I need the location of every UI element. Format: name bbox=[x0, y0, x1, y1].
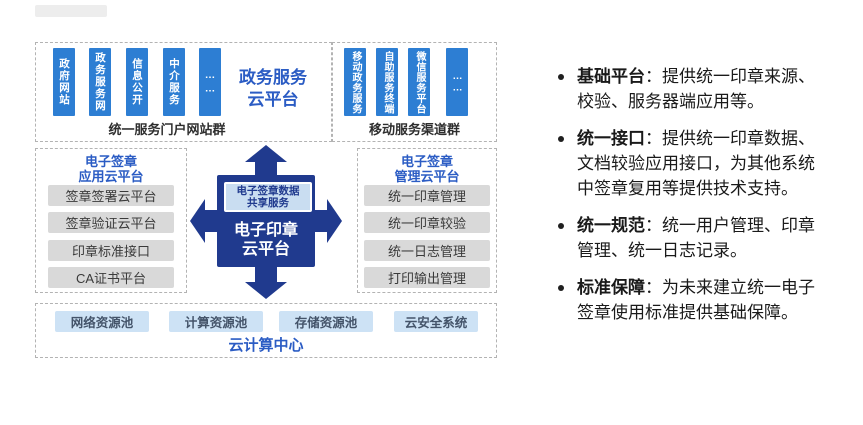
esign-app-platform-title: 电子签章 应用云平台 bbox=[36, 154, 186, 184]
arrow-right-icon bbox=[327, 199, 342, 243]
mgmt-item-print-output-management: 打印输出管理 bbox=[364, 267, 490, 288]
note-body: ：提供统一印章数据、文档较验应用接口，为其他系统中签章复用等提供技术支持。 bbox=[577, 129, 815, 198]
cross-left-shaft bbox=[204, 210, 218, 232]
esign-mgmt-platform-title: 电子签章 管理云平台 bbox=[358, 154, 496, 184]
note-term: 标准保障 bbox=[577, 278, 645, 297]
mobile-channel-group-box: 移动政务服务 自助服务终端 微信服务平台 …… 移动服务渠道群 bbox=[332, 42, 497, 142]
cross-right-shaft bbox=[314, 210, 328, 232]
mobile-bar-mobile-gov-service: 移动政务服务 bbox=[344, 48, 366, 116]
bullet-dot-icon bbox=[558, 223, 564, 229]
app-item-seal-signing-platform: 签章签署云平台 bbox=[48, 185, 174, 206]
mobile-bar-label: 微信服务平台 bbox=[414, 50, 425, 114]
portal-group-label: 统一服务门户网站群 bbox=[108, 122, 226, 137]
mobile-bar-label: 移动政务服务 bbox=[350, 50, 361, 114]
portal-website-group-box: 政府网站 政务服务网 信息公开 中介服务 …… 政务服务 云平台 统一服务门户网… bbox=[35, 42, 332, 142]
watermark-blob bbox=[35, 5, 107, 17]
resource-cloud-security-system: 云安全系统 bbox=[394, 311, 478, 332]
note-unified-interface: 统一接口：提供统一印章数据、文档较验应用接口，为其他系统中签章复用等提供技术支持… bbox=[558, 126, 860, 201]
esign-mgmt-platform-box: 电子签章 管理云平台 统一印章管理 统一印章较验 统一日志管理 打印输出管理 bbox=[357, 148, 497, 293]
note-body: ：为未来建立统一电子签章使用标准提供基础保障。 bbox=[577, 278, 815, 322]
bullet-dot-icon bbox=[558, 74, 564, 80]
cross-up-shaft bbox=[255, 160, 277, 177]
resource-storage-pool: 存储资源池 bbox=[279, 311, 373, 332]
note-term: 统一规范 bbox=[577, 216, 645, 235]
esign-app-platform-box: 电子签章 应用云平台 签章签署云平台 签章验证云平台 印章标准接口 CA证书平台 bbox=[35, 148, 187, 293]
badge-line2: 共享服务 bbox=[247, 197, 289, 209]
cloud-computing-center-label: 云计算中心 bbox=[228, 337, 304, 354]
esign-app-platform-title-line2: 应用云平台 bbox=[78, 169, 144, 184]
mgmt-item-unified-seal-check: 统一印章较验 bbox=[364, 212, 490, 233]
cross-down-shaft bbox=[255, 267, 277, 283]
bullet-dot-icon bbox=[558, 136, 564, 142]
eseal-cloud-platform-title: 电子印章 云平台 bbox=[217, 221, 315, 259]
arrow-down-icon bbox=[245, 282, 287, 299]
mobile-bar-self-service-terminal: 自助服务终端 bbox=[376, 48, 398, 116]
arrow-left-icon bbox=[190, 199, 205, 243]
note-standard-guarantee: 标准保障：为未来建立统一电子签章使用标准提供基础保障。 bbox=[558, 275, 860, 325]
eseal-title-line1: 电子印章 bbox=[233, 222, 298, 239]
mgmt-item-unified-log-management: 统一日志管理 bbox=[364, 240, 490, 261]
mobile-bar-wechat-service-platform: 微信服务平台 bbox=[408, 48, 430, 116]
eseal-title-line2: 云平台 bbox=[241, 241, 290, 258]
mobile-bar-label: …… bbox=[452, 70, 463, 94]
resource-compute-pool: 计算资源池 bbox=[169, 311, 263, 332]
portal-bar-label: 中介服务 bbox=[168, 58, 180, 106]
gov-service-cloud-title-line2: 云平台 bbox=[247, 90, 299, 109]
app-item-ca-certificate-platform: CA证书平台 bbox=[48, 267, 174, 288]
cloud-computing-center-box: 网络资源池 计算资源池 存储资源池 云安全系统 云计算中心 bbox=[35, 303, 497, 358]
esign-mgmt-platform-title-line2: 管理云平台 bbox=[394, 169, 460, 184]
mobile-bar-label: 自助服务终端 bbox=[382, 50, 393, 114]
note-text: 基础平台：提供统一印章来源、校验、服务器端应用等。 bbox=[577, 64, 827, 114]
note-term: 基础平台 bbox=[577, 67, 645, 86]
badge-line1: 电子签章数据 bbox=[236, 185, 300, 197]
portal-bar-label: …… bbox=[204, 68, 216, 96]
arrow-up-icon bbox=[245, 145, 287, 162]
app-item-seal-verification-platform: 签章验证云平台 bbox=[48, 212, 174, 233]
mobile-group-label: 移动服务渠道群 bbox=[368, 122, 460, 137]
app-item-seal-standard-interface: 印章标准接口 bbox=[48, 240, 174, 261]
mgmt-item-unified-seal-management: 统一印章管理 bbox=[364, 185, 490, 206]
bullet-dot-icon bbox=[558, 285, 564, 291]
portal-bar-label: 政务服务网 bbox=[94, 52, 106, 112]
portal-bar-ellipsis: …… bbox=[199, 48, 221, 116]
note-text: 统一规范：统一用户管理、印章管理、统一日志记录。 bbox=[577, 213, 827, 263]
esign-mgmt-platform-title-line1: 电子签章 bbox=[400, 154, 453, 169]
note-unified-standard: 统一规范：统一用户管理、印章管理、统一日志记录。 bbox=[558, 213, 860, 263]
note-text: 标准保障：为未来建立统一电子签章使用标准提供基础保障。 bbox=[577, 275, 827, 325]
eseal-data-sharing-badge: 电子签章数据 共享服务 bbox=[224, 182, 312, 212]
note-term: 统一接口 bbox=[577, 129, 645, 148]
esign-app-platform-title-line1: 电子签章 bbox=[84, 154, 137, 169]
portal-bar-label: 政府网站 bbox=[58, 58, 70, 106]
gov-service-cloud-title: 政务服务 云平台 bbox=[213, 67, 333, 111]
resource-network-pool: 网络资源池 bbox=[55, 311, 149, 332]
portal-bar-info-disclosure: 信息公开 bbox=[126, 48, 148, 116]
note-body: ：提供统一印章来源、校验、服务器端应用等。 bbox=[577, 67, 815, 111]
gov-service-cloud-title-line1: 政务服务 bbox=[239, 68, 307, 87]
mobile-bar-ellipsis: …… bbox=[446, 48, 468, 116]
portal-bar-gov-service-net: 政务服务网 bbox=[89, 48, 111, 116]
portal-bar-intermediary-service: 中介服务 bbox=[163, 48, 185, 116]
note-basic-platform: 基础平台：提供统一印章来源、校验、服务器端应用等。 bbox=[558, 64, 860, 114]
note-text: 统一接口：提供统一印章数据、文档较验应用接口，为其他系统中签章复用等提供技术支持… bbox=[577, 126, 827, 201]
notes-panel: 基础平台：提供统一印章来源、校验、服务器端应用等。 统一接口：提供统一印章数据、… bbox=[558, 64, 860, 337]
portal-bar-gov-website: 政府网站 bbox=[53, 48, 75, 116]
portal-bar-label: 信息公开 bbox=[131, 58, 143, 106]
note-body: ：统一用户管理、印章管理、统一日志记录。 bbox=[577, 216, 815, 260]
